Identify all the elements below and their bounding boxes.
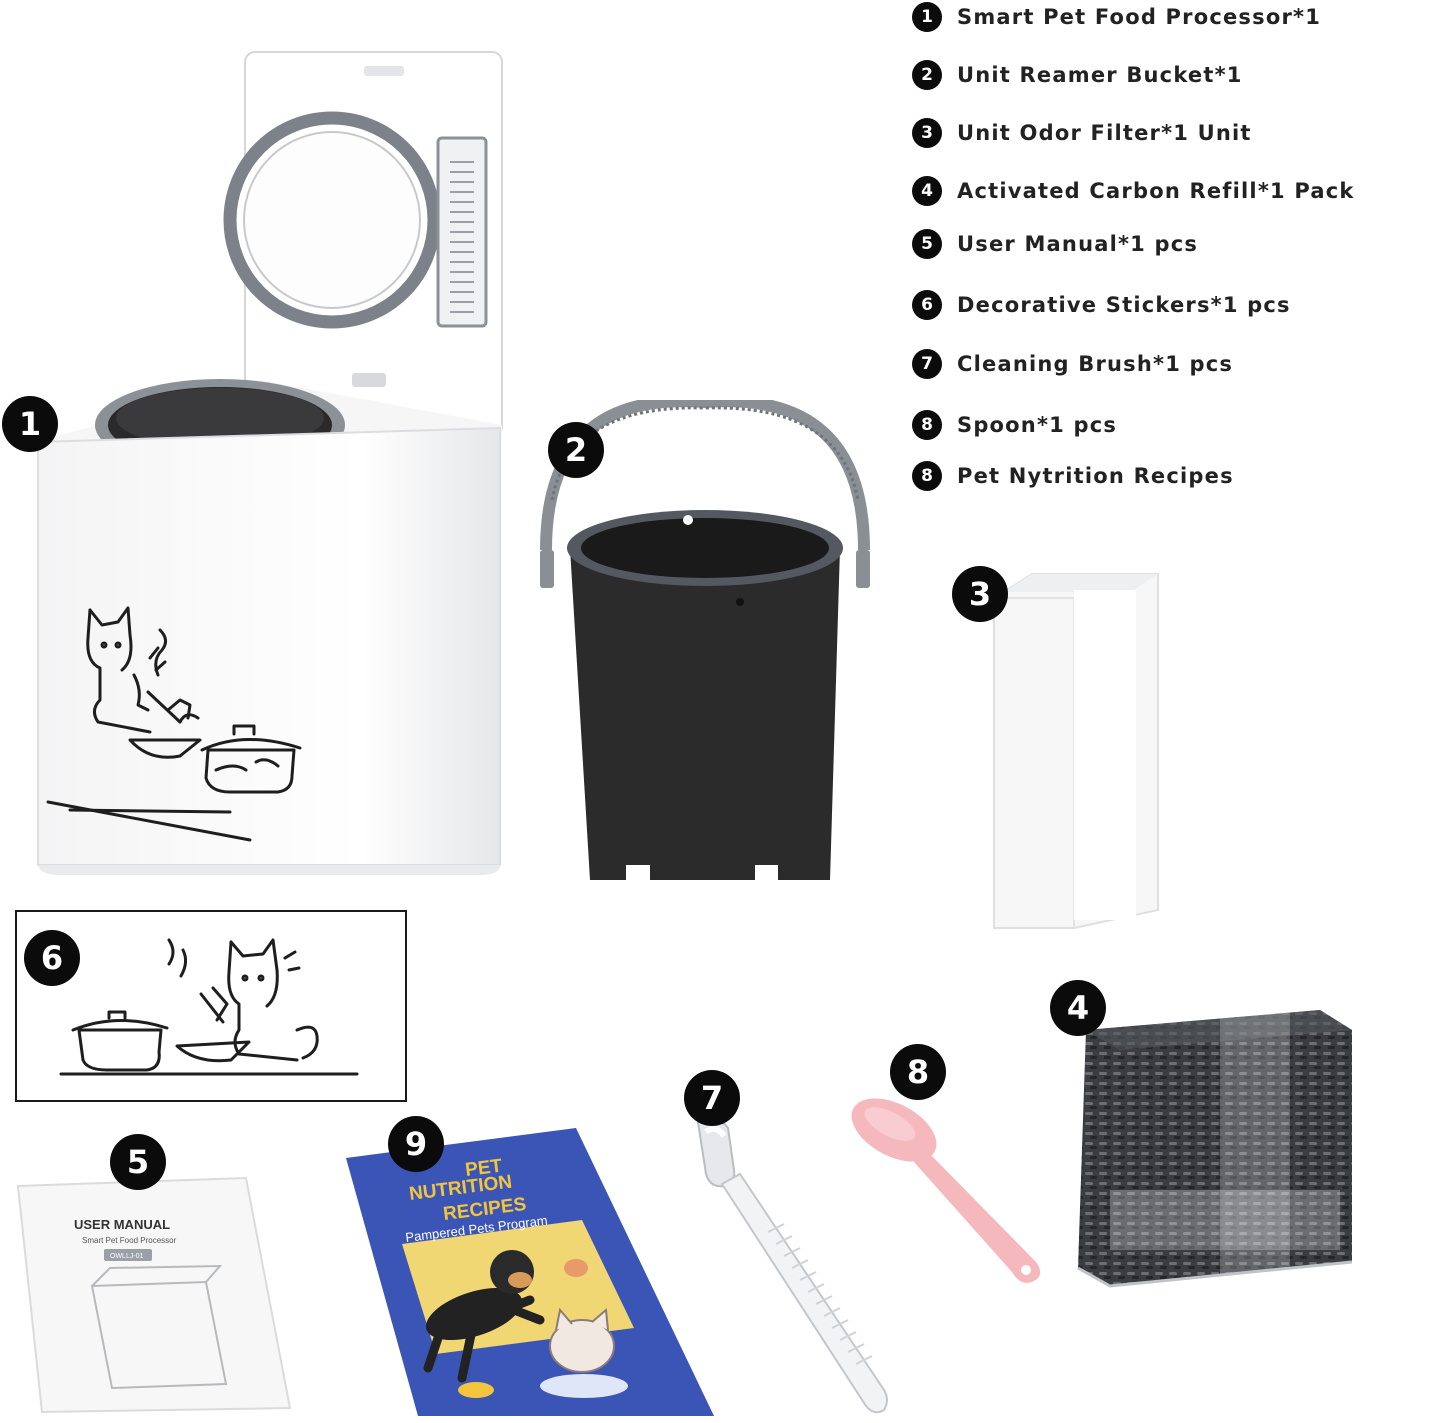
legend-item: 8 Spoon*1 pcs — [912, 410, 1117, 440]
legend-item: 7 Cleaning Brush*1 pcs — [912, 349, 1233, 379]
legend-label: Cleaning Brush*1 pcs — [957, 352, 1234, 376]
legend-label: Spoon*1 pcs — [957, 413, 1118, 437]
badge-filter: 3 — [952, 566, 1008, 622]
legend-item: 2 Unit Reamer Bucket*1 — [912, 60, 1243, 90]
cat-cooking-sticker-image — [59, 938, 359, 1076]
legend-label: Unit Reamer Bucket*1 — [957, 63, 1243, 87]
legend-number: 3 — [912, 118, 942, 148]
spoon-image — [851, 1098, 1041, 1283]
legend-label: Smart Pet Food Processor*1 — [957, 5, 1322, 29]
legend-item: 5 User Manual*1 pcs — [912, 229, 1198, 259]
legend-number: 7 — [912, 349, 942, 379]
badge-brush: 7 — [684, 1070, 740, 1126]
fish-icon — [458, 1382, 494, 1398]
legend-label: Unit Odor Filter*1 Unit — [957, 121, 1252, 145]
badge-processor: 1 — [2, 396, 58, 452]
manual-title: USER MANUAL — [74, 1217, 170, 1232]
badge-carbon: 4 — [1050, 980, 1106, 1036]
legend-number: 2 — [912, 60, 942, 90]
legend-item: 3 Unit Odor Filter*1 Unit — [912, 118, 1252, 148]
legend-number: 6 — [912, 290, 942, 320]
decorative-sticker-card — [15, 910, 407, 1102]
odor-filter-image — [993, 573, 1159, 929]
legend-item: 4 Activated Carbon Refill*1 Pack — [912, 176, 1355, 206]
legend-label: User Manual*1 pcs — [957, 232, 1199, 256]
cat-illustration — [540, 1307, 628, 1398]
badge-recipes: 9 — [388, 1116, 444, 1172]
badge-spoon: 8 — [890, 1044, 946, 1100]
badge-sticker: 6 — [24, 930, 80, 986]
cleaning-brush-image — [696, 1117, 888, 1414]
user-manual-image: USER MANUAL Smart Pet Food Processor OWL… — [16, 1176, 292, 1414]
legend-number: 4 — [912, 176, 942, 206]
legend-number: 8 — [912, 461, 942, 491]
manual-model: OWLLJ-01 — [110, 1253, 144, 1260]
manual-subtitle: Smart Pet Food Processor — [82, 1236, 177, 1245]
meat-icon — [564, 1259, 588, 1277]
pet-food-processor-image — [37, 51, 503, 875]
legend-item: 6 Decorative Stickers*1 pcs — [912, 290, 1291, 320]
legend-number: 5 — [912, 229, 942, 259]
reamer-bucket-image — [540, 400, 870, 880]
dog-illustration — [423, 1250, 545, 1383]
legend-label: Activated Carbon Refill*1 Pack — [957, 179, 1355, 203]
legend-item: 1 Smart Pet Food Processor*1 — [912, 2, 1321, 32]
legend-item: 8 Pet Nytrition Recipes — [912, 461, 1234, 491]
carbon-refill-image — [1077, 1010, 1353, 1288]
legend-number: 8 — [912, 410, 942, 440]
legend-label: Decorative Stickers*1 pcs — [957, 293, 1291, 317]
nutrition-recipes-booklet-image: PET NUTRITION RECIPES Pampered Pets Prog… — [346, 1128, 714, 1416]
legend-number: 1 — [912, 2, 942, 32]
recipes-title-line1: PET — [464, 1156, 504, 1181]
badge-manual: 5 — [110, 1134, 166, 1190]
badge-bucket: 2 — [548, 422, 604, 478]
legend-label: Pet Nytrition Recipes — [957, 464, 1234, 488]
